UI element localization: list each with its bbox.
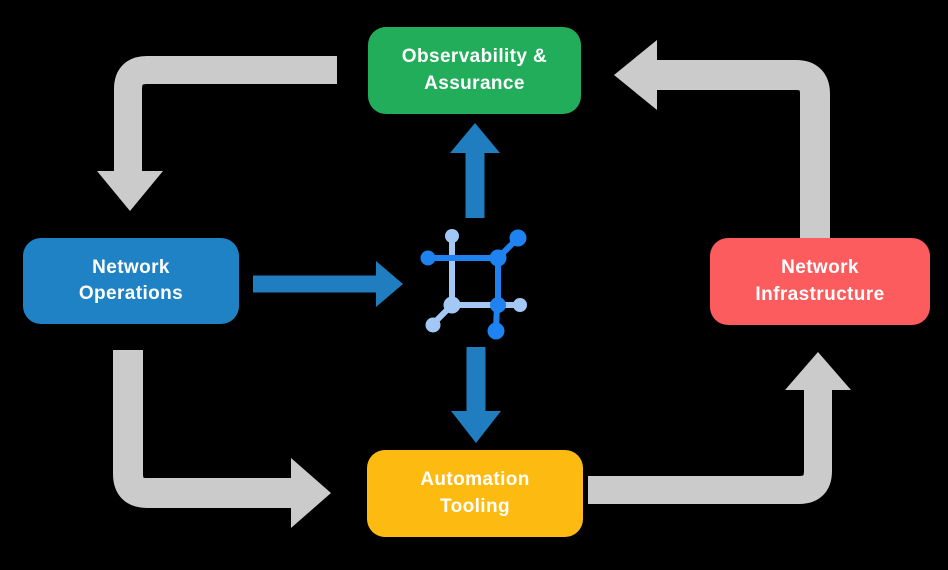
node-observability-assurance: Observability & Assurance [368,27,581,114]
node-network-infrastructure: Network Infrastructure [710,238,930,325]
gray-cycle-arrows [113,56,832,508]
node-label-line: Observability & [401,46,548,68]
arrowhead-down-icon [97,171,163,211]
network-mesh-icon-dark-layer [420,229,527,340]
node-label-line: Automation [420,469,530,491]
arrow-green-to-blue-shaft [114,56,337,172]
blue-arrowheads [376,123,501,443]
node-label-line: Network [92,256,170,278]
arrowhead-right-icon [291,458,331,528]
arrowhead-up-blue-icon [450,123,500,153]
arrow-red-to-green-shaft [656,60,830,240]
network-mesh-icon [420,229,527,340]
node-label-line: Network [781,257,859,279]
arrowhead-up-icon [785,352,851,390]
blue-center-arrows [253,152,486,412]
node-label-line: Tooling [440,495,510,517]
arrowhead-right-blue-icon [376,261,403,307]
node-label-line: Assurance [424,72,525,94]
node-label-line: Operations [78,283,184,304]
node-label-line: Infrastructure [755,283,885,305]
arrowhead-down-blue-icon [451,411,501,443]
arrowhead-left-icon [614,40,657,110]
gray-arrowheads [97,40,851,528]
arrow-blue-to-yellow-shaft [113,350,292,508]
node-automation-tooling: Automation Tooling [367,450,583,537]
arrow-yellow-to-red-shaft [588,389,832,504]
node-network-operations: Network Operations [23,238,239,324]
